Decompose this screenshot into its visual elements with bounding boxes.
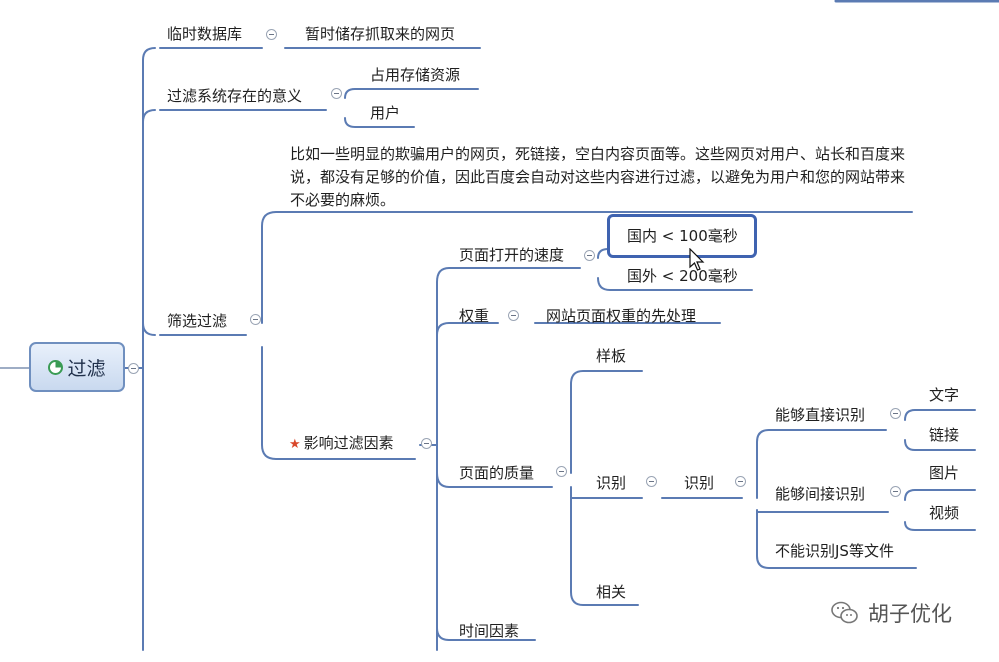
collapse-toggle-root[interactable]: [128, 363, 139, 374]
collapse-toggle-screening[interactable]: [250, 314, 261, 325]
node-image[interactable]: 图片: [929, 464, 960, 482]
node-direct[interactable]: 能够直接识别: [775, 406, 866, 424]
node-speed[interactable]: 页面打开的速度: [459, 246, 565, 264]
node-factors-label: 影响过滤因素: [303, 434, 394, 452]
node-speed-foreign[interactable]: 国外 < 200毫秒: [627, 267, 738, 285]
node-speed-domestic[interactable]: 国内 < 100毫秒: [627, 227, 738, 245]
mouse-pointer-icon: [689, 248, 705, 271]
node-template[interactable]: 样板: [596, 347, 627, 365]
node-weight-desc[interactable]: 网站页面权重的先处理: [546, 307, 697, 325]
node-screening[interactable]: 筛选过滤: [167, 312, 228, 330]
watermark: 胡子优化: [830, 598, 952, 628]
wechat-icon: [831, 601, 858, 624]
star-icon: ★: [289, 437, 301, 452]
collapse-toggle-speed[interactable]: [584, 250, 595, 261]
collapse-toggle-weight[interactable]: [508, 310, 519, 321]
node-related[interactable]: 相关: [596, 583, 627, 601]
node-purpose-user[interactable]: 用户: [370, 104, 401, 122]
node-indirect[interactable]: 能够间接识别: [775, 485, 866, 503]
watermark-text: 胡子优化: [868, 602, 952, 626]
collapse-toggle-temp-db[interactable]: [266, 29, 277, 40]
node-recognize-sub[interactable]: 识别: [684, 474, 715, 492]
root-label: 过滤: [67, 357, 106, 380]
collapse-toggle-purpose[interactable]: [331, 88, 342, 99]
pie-progress-icon: [48, 359, 64, 375]
node-time[interactable]: 时间因素: [459, 622, 520, 640]
node-video[interactable]: 视频: [929, 504, 960, 522]
node-quality[interactable]: 页面的质量: [459, 464, 535, 482]
node-weight[interactable]: 权重: [459, 307, 490, 325]
node-purpose[interactable]: 过滤系统存在的意义: [167, 87, 303, 105]
collapse-toggle-factors[interactable]: [421, 438, 432, 449]
node-cannot[interactable]: 不能识别JS等文件: [775, 542, 894, 560]
node-link[interactable]: 链接: [929, 426, 960, 444]
node-recognize[interactable]: 识别: [596, 474, 627, 492]
collapse-toggle-recognize-sub[interactable]: [735, 476, 746, 487]
collapse-toggle-indirect[interactable]: [890, 486, 901, 497]
collapse-toggle-recognize[interactable]: [646, 476, 657, 487]
node-temp-db[interactable]: 临时数据库: [167, 25, 243, 43]
collapse-toggle-direct[interactable]: [890, 408, 901, 419]
node-factors[interactable]: ★影响过滤因素: [289, 433, 394, 455]
node-temp-db-desc[interactable]: 暂时储存抓取来的网页: [305, 25, 456, 43]
root-node[interactable]: 过滤: [29, 342, 125, 392]
selected-node-highlight[interactable]: [607, 214, 757, 258]
node-text[interactable]: 文字: [929, 386, 960, 404]
collapse-toggle-quality[interactable]: [556, 466, 567, 477]
node-purpose-storage[interactable]: 占用存储资源: [370, 66, 461, 84]
node-screening-description[interactable]: 比如一些明显的欺骗用户的网页，死链接，空白内容页面等。这些网页对用户、站长和百度…: [290, 145, 906, 209]
